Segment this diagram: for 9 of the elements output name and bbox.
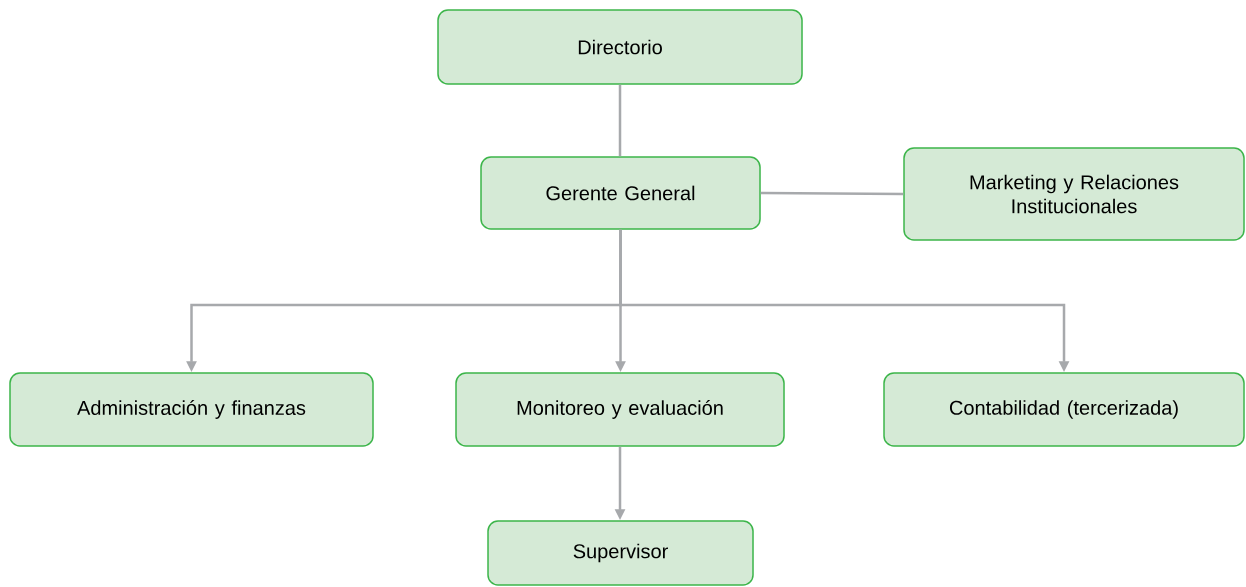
org-box: Marketing y Relaciones Institucionales bbox=[903, 147, 1245, 241]
connector bbox=[618, 84, 622, 157]
org-box: Monitoreo y evaluación bbox=[455, 372, 785, 447]
org-box: Contabilidad (tercerizada) bbox=[883, 372, 1245, 447]
org-box: Directorio bbox=[437, 9, 803, 85]
org-box: Administración y finanzas bbox=[9, 372, 374, 447]
org-box: Gerente General bbox=[480, 156, 761, 230]
connector bbox=[760, 191, 904, 196]
org-box: Supervisor bbox=[487, 520, 754, 586]
